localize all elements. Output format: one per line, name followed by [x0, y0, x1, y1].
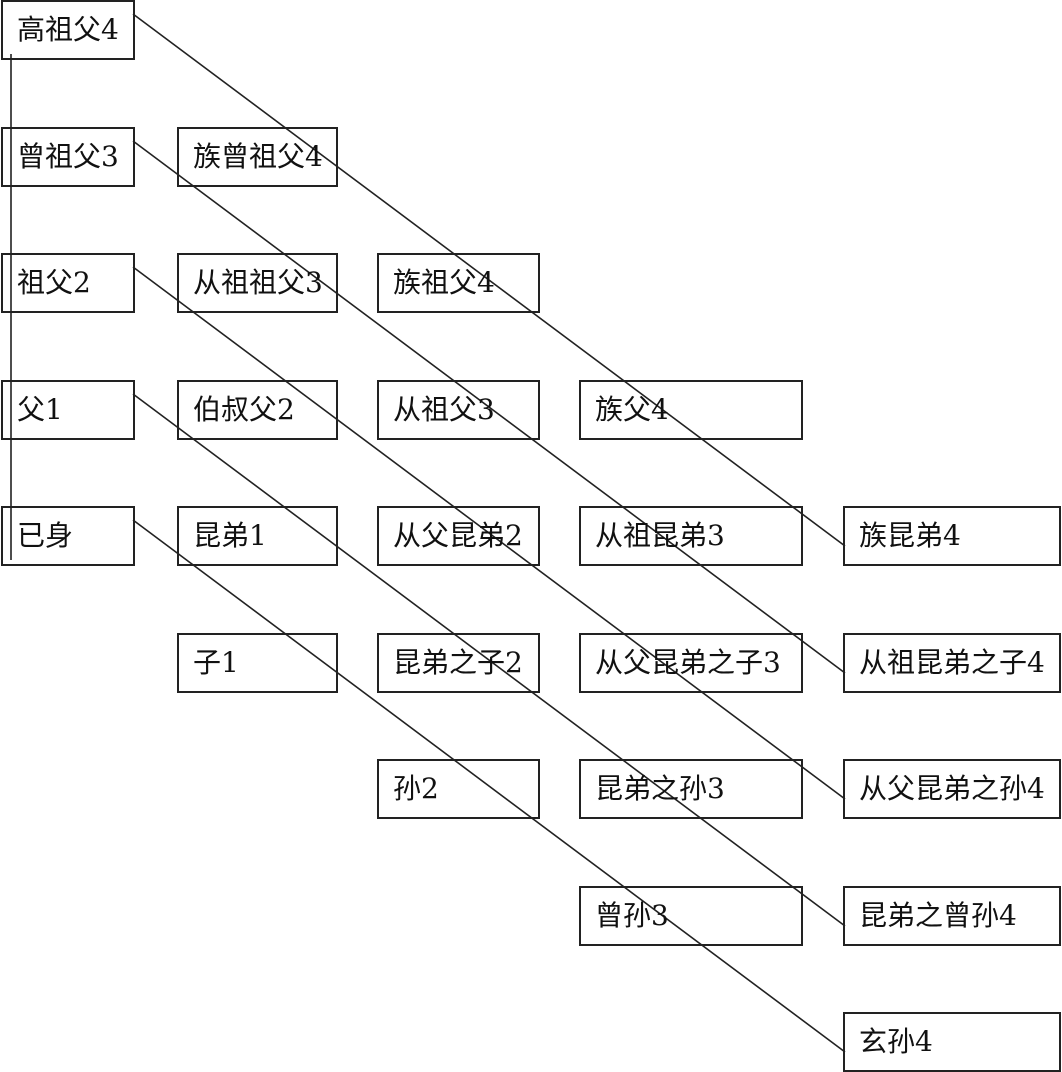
node-kundi: 昆弟1 [177, 506, 338, 566]
node-kundizhisun: 昆弟之孙3 [579, 759, 803, 819]
node-kundizhizi: 昆弟之子2 [377, 633, 540, 693]
node-congzuzufu: 从祖祖父3 [177, 253, 338, 313]
node-zuzengzufu: 族曾祖父4 [177, 127, 338, 187]
connector-line-jishen-xuansun [132, 519, 846, 1053]
node-sun: 孙2 [377, 759, 540, 819]
node-congfukundizhizi: 从父昆弟之子3 [579, 633, 803, 693]
connector-line-gaozufu-zukundi [132, 13, 846, 547]
node-bozhufu: 伯叔父2 [177, 380, 338, 440]
node-congzukundizhizi: 从祖昆弟之子4 [843, 633, 1061, 693]
node-kundizhizengsun: 昆弟之曾孙4 [843, 886, 1061, 946]
node-zufu: 祖父2 [1, 253, 135, 313]
connector-line-zufu-congfukundizhisun [132, 266, 846, 800]
connector-line-fu-kundizhizengsun [132, 393, 846, 927]
connector-line-zengzufu-congzukundizhizi [132, 140, 846, 674]
node-gaozufu: 高祖父4 [1, 0, 135, 60]
node-congzufu: 从祖父3 [377, 380, 540, 440]
node-zuzufu: 族祖父4 [377, 253, 540, 313]
node-zufu4: 族父4 [579, 380, 803, 440]
node-congfukundi: 从父昆弟2 [377, 506, 540, 566]
node-xuansun: 玄孙4 [843, 1012, 1061, 1072]
node-zukundi: 族昆弟4 [843, 506, 1061, 566]
node-zengsun: 曾孙3 [579, 886, 803, 946]
node-jishen: 已身 [1, 506, 135, 566]
node-zengzufu: 曾祖父3 [1, 127, 135, 187]
node-zi: 子1 [177, 633, 338, 693]
node-congzukundi: 从祖昆弟3 [579, 506, 803, 566]
node-fu: 父1 [1, 380, 135, 440]
node-congfukundizhisun: 从父昆弟之孙4 [843, 759, 1061, 819]
